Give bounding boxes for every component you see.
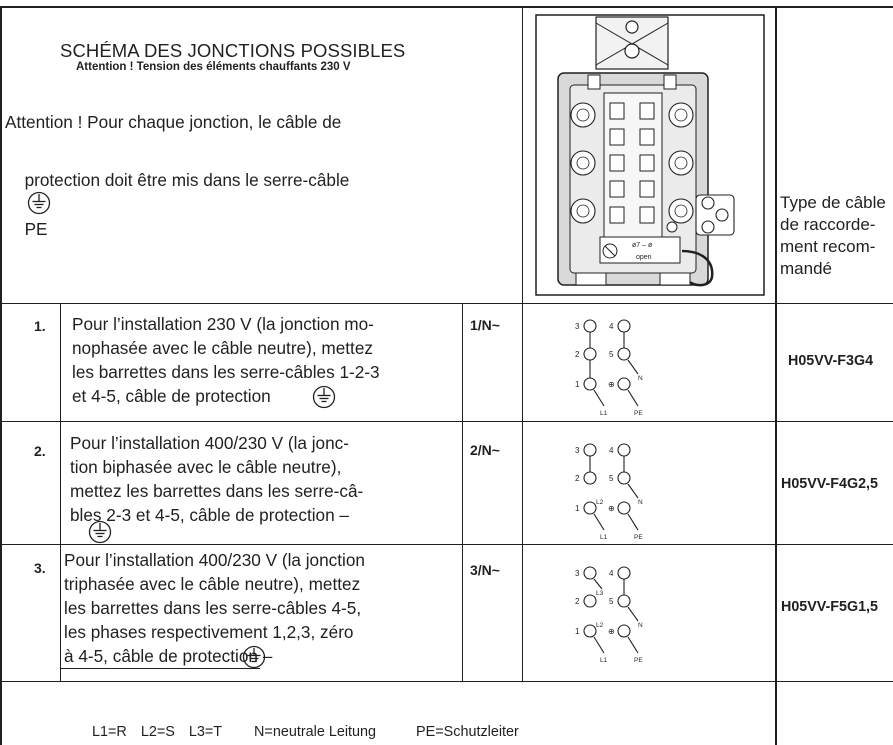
terminal-label: 5 — [609, 474, 614, 483]
row-description: Pour l’installation 400/230 V (la jonc- … — [70, 433, 364, 525]
legend: L1=R L2=S L3=T N=neutrale Leitung PE=Schutzl… — [84, 708, 519, 740]
terminal-label: ⊕ — [608, 504, 615, 513]
terminal-box-photo: ø7 – ø open — [535, 14, 765, 296]
connection-code: 3/N~ — [470, 562, 500, 578]
row-number: 1. — [34, 318, 46, 334]
terminal-label: PE — [634, 657, 643, 664]
ground-icon — [27, 192, 50, 215]
row-number: 3. — [34, 560, 46, 576]
terminal-label: 1 — [575, 627, 580, 636]
wiring-diagram-3: 3 2 1 L3 L2 4 5 ⊕ N L1 PE — [575, 566, 643, 664]
row-divider-1 — [0, 421, 893, 422]
terminal-label: 4 — [609, 569, 614, 578]
connection-code: 1/N~ — [470, 317, 500, 333]
photo-size-label: ø7 – ø — [632, 242, 653, 249]
terminal-label: 5 — [609, 597, 614, 606]
header-divider — [0, 303, 893, 304]
row-number: 2. — [34, 443, 46, 459]
terminal-label: N — [638, 375, 643, 382]
row-description: Pour l’installation 230 V (la jonction m… — [72, 314, 380, 406]
terminal-label: 5 — [609, 350, 614, 359]
terminal-label: 3 — [575, 446, 580, 455]
terminal-label: L1 — [600, 534, 608, 541]
terminal-label: L2 — [596, 622, 604, 629]
cable-type-header: Type de câble de raccorde- ment recom- m… — [780, 193, 886, 278]
legend-n: N=neutrale Leitung — [254, 724, 377, 740]
legend-l3: L3=T — [188, 724, 223, 740]
terminal-label: 1 — [575, 380, 580, 389]
terminal-label: 2 — [575, 597, 580, 606]
recommended-cable: H05VV-F4G2,5 — [781, 476, 878, 492]
terminal-label: N — [638, 622, 643, 629]
terminal-label: L1 — [600, 410, 608, 417]
table-border-left — [0, 6, 2, 745]
terminal-label: PE — [634, 534, 643, 541]
terminal-label: L1 — [600, 657, 608, 664]
terminal-label: 4 — [609, 446, 614, 455]
terminal-label: L3 — [596, 590, 604, 597]
col-divider-code — [522, 7, 523, 681]
ground-icon — [88, 520, 112, 544]
voltage-warning-subtitle: Attention ! Tension des éléments chauffa… — [76, 61, 351, 73]
terminal-label: N — [638, 499, 643, 506]
wiring-diagram-1: 3 2 1 4 5 ⊕ N L1 PE — [575, 319, 643, 417]
pe-label: PE — [24, 219, 48, 240]
terminal-label: 1 — [575, 504, 580, 513]
col-divider-number — [60, 303, 61, 681]
row-divider-3 — [0, 681, 893, 682]
protection-warning-line2: protection doit être mis dans le serre-c… — [15, 144, 350, 241]
photo-open-label: open — [636, 254, 652, 261]
protection-warning-line1: Attention ! Pour chaque jonction, le câb… — [5, 112, 342, 132]
recommended-cable: H05VV-F3G4 — [788, 353, 874, 369]
terminal-label: ⊕ — [608, 627, 615, 636]
connection-code: 2/N~ — [470, 442, 500, 458]
terminal-label: 2 — [575, 350, 580, 359]
table-border-top — [0, 6, 893, 8]
recommended-cable: H05VV-F5G1,5 — [781, 599, 878, 615]
ground-icon — [312, 385, 336, 409]
terminal-label: 4 — [609, 322, 614, 331]
row-divider-2 — [0, 544, 893, 545]
terminal-label: 3 — [575, 322, 580, 331]
terminal-label: ⊕ — [608, 380, 615, 389]
legend-l1: L1=R — [92, 724, 127, 740]
table-border-right — [775, 6, 777, 745]
terminal-label: PE — [634, 410, 643, 417]
protection-warning-text: protection doit être mis dans le serre-c… — [24, 170, 350, 190]
legend-pe: PE=Schutzleiter — [416, 724, 519, 740]
row3-text-underline — [60, 668, 260, 669]
ground-icon — [242, 645, 266, 669]
terminal-label: 3 — [575, 569, 580, 578]
terminal-label: 2 — [575, 474, 580, 483]
page-title: SCHÉMA DES JONCTIONS POSSIBLES — [60, 40, 406, 61]
wiring-diagram-2: 3 2 1 L2 4 5 ⊕ N L1 PE — [575, 443, 643, 541]
col-divider-text — [462, 303, 463, 681]
row-description: Pour l’installation 400/230 V (la joncti… — [64, 550, 365, 666]
terminal-label: L2 — [596, 499, 604, 506]
legend-l2: L2=S — [140, 724, 175, 740]
